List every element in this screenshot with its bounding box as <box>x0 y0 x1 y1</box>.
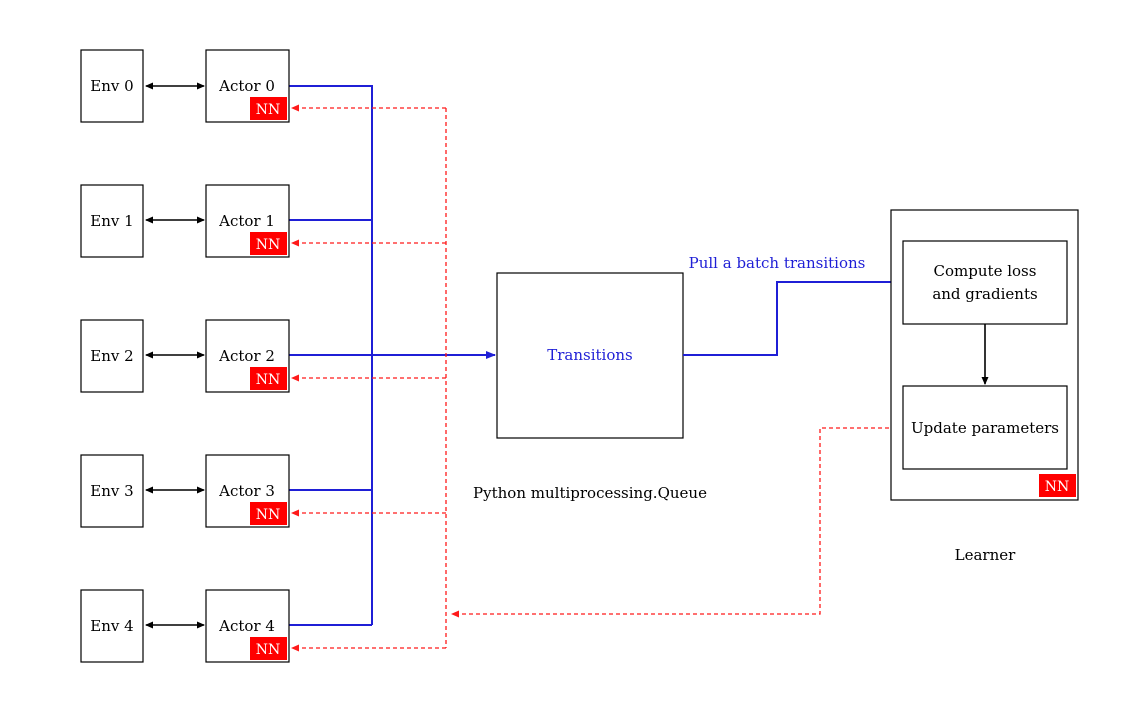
nn-label-actor-3: NN <box>256 507 281 523</box>
update-params-box: Update parameters <box>902 385 1068 470</box>
env-actor-links <box>145 82 205 629</box>
env-box-4: Env 4 <box>80 589 144 663</box>
env-label-3: Env 3 <box>90 482 133 500</box>
nn-label-actor-2: NN <box>256 372 281 388</box>
actor-box-0: Actor 0 NN <box>205 49 290 123</box>
actor-label-0: Actor 0 <box>218 77 275 95</box>
nn-badge-actor-1 <box>250 232 287 255</box>
env-box-0: Env 0 <box>80 49 144 123</box>
actor-label-3: Actor 3 <box>218 482 275 500</box>
env-box-2: Env 2 <box>80 319 144 393</box>
nn-badge-actor-3 <box>250 502 287 525</box>
actor-label-4: Actor 4 <box>218 617 275 635</box>
nn-badge-actor-0 <box>250 97 287 120</box>
nn-badge-actor-4 <box>250 637 287 660</box>
env-column: Env 0 Env 1 Env 2 Env 3 Env 4 <box>80 49 144 663</box>
actor-0-queue-line <box>289 85 373 625</box>
actor-box-3: Actor 3 NN <box>205 454 290 528</box>
pull-batch-label: Pull a batch transitions <box>689 254 866 272</box>
env-box-1: Env 1 <box>80 184 144 258</box>
learner-box: Compute loss and gradients Update parame… <box>890 209 1079 501</box>
actor-box-2: Actor 2 NN <box>205 319 290 393</box>
nn-label-actor-4: NN <box>256 642 281 658</box>
param-sync-lines <box>291 104 903 652</box>
actor-label-2: Actor 2 <box>218 347 275 365</box>
actor-column: Actor 0 NN Actor 1 NN Actor 2 NN Actor 3… <box>205 49 290 663</box>
queue-caption: Python multiprocessing.Queue <box>473 484 707 502</box>
compute-loss-line2: and gradients <box>932 285 1037 303</box>
env-label-1: Env 1 <box>90 212 133 230</box>
nn-label-learner: NN <box>1045 479 1070 495</box>
compute-loss-box: Compute loss and gradients <box>902 240 1068 325</box>
queue-to-learner-arrow <box>683 278 901 356</box>
transitions-queue: Transitions <box>496 272 684 439</box>
compute-loss-line1: Compute loss <box>934 262 1037 280</box>
actor-box-1: Actor 1 NN <box>205 184 290 258</box>
actor-label-1: Actor 1 <box>218 212 275 230</box>
nn-label-actor-0: NN <box>256 102 281 118</box>
env-label-2: Env 2 <box>90 347 133 365</box>
actor-box-4: Actor 4 NN <box>205 589 290 663</box>
nn-badge-actor-2 <box>250 367 287 390</box>
env-box-3: Env 3 <box>80 454 144 528</box>
actor-to-queue-lines <box>289 85 496 626</box>
nn-badge-learner <box>1039 474 1076 497</box>
update-params-label: Update parameters <box>911 419 1059 437</box>
learner-caption: Learner <box>955 546 1016 564</box>
env-label-0: Env 0 <box>90 77 133 95</box>
update-to-bus-line <box>451 427 903 618</box>
env-label-4: Env 4 <box>90 617 133 635</box>
nn-label-actor-1: NN <box>256 237 281 253</box>
queue-label: Transitions <box>547 346 633 364</box>
